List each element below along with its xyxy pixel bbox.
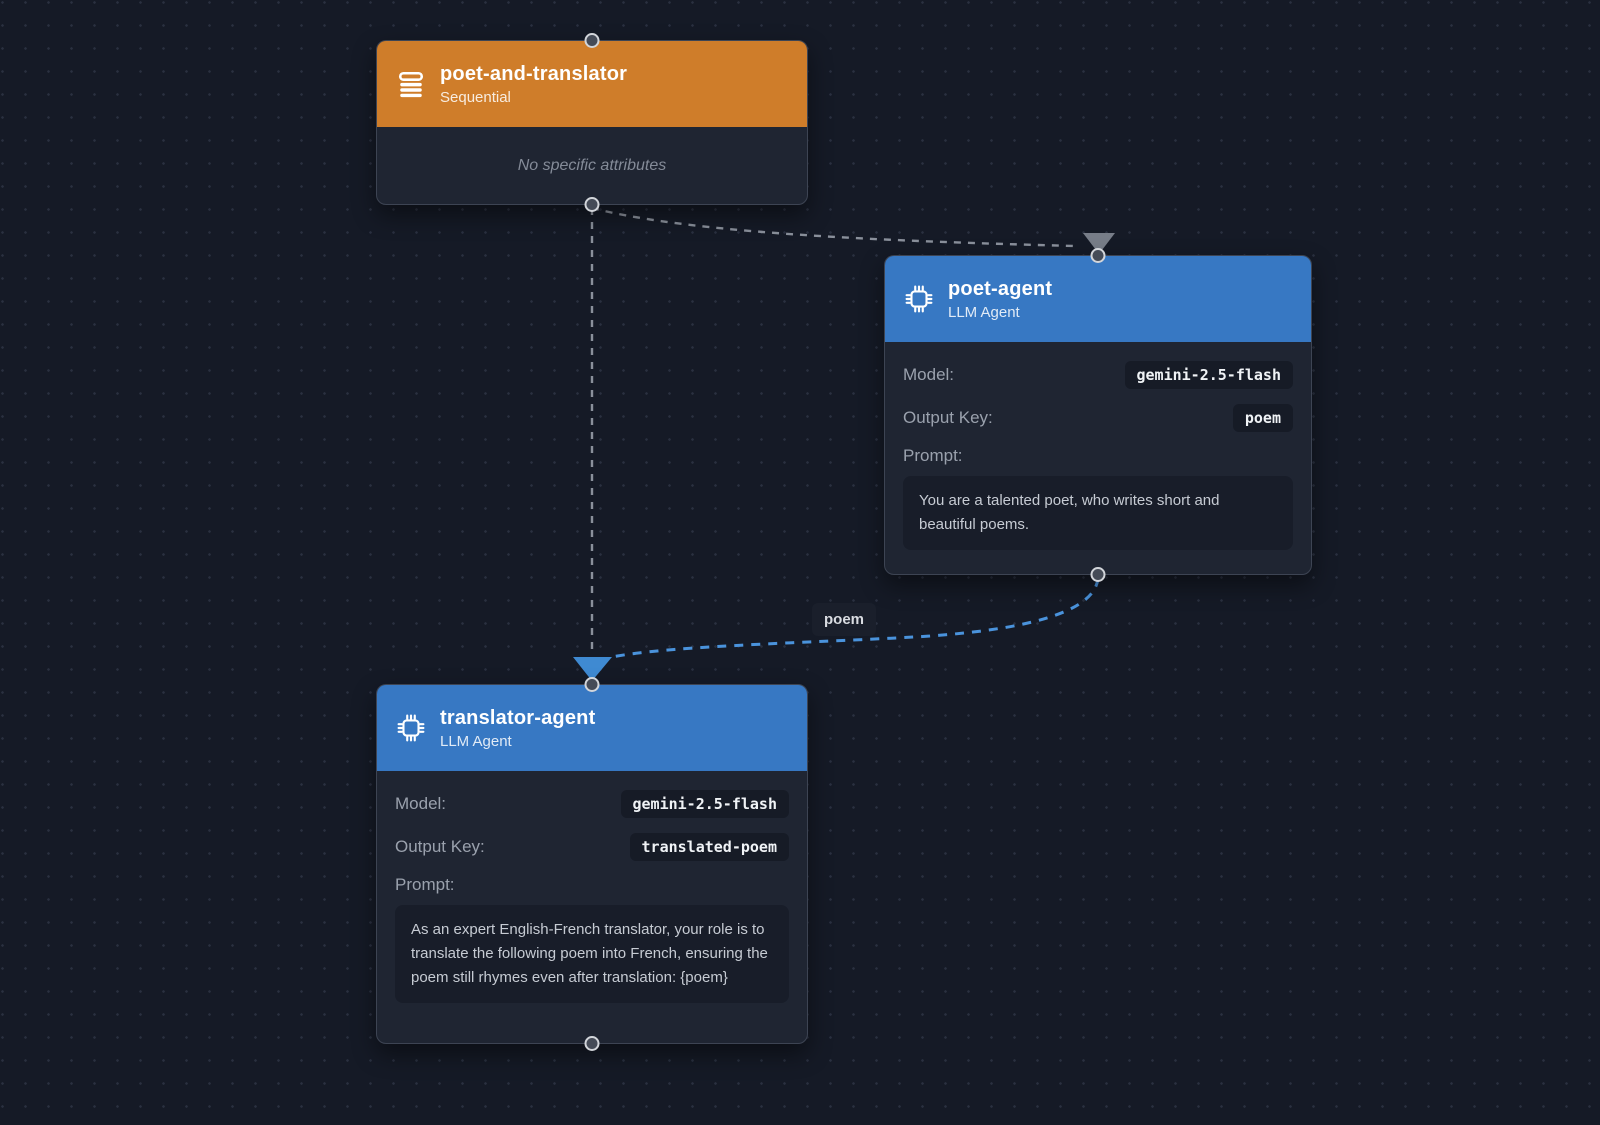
output-key-label: Output Key:: [395, 836, 485, 856]
output-key-row: Output Key: poem: [903, 401, 1293, 434]
model-label: Model:: [395, 793, 447, 813]
node-header-translator: translator-agent LLM Agent: [377, 685, 807, 771]
prompt-text: You are a talented poet, who writes shor…: [903, 476, 1293, 550]
handle-bottom[interactable]: [584, 1036, 600, 1051]
model-row: Model: gemini-2.5-flash: [903, 358, 1293, 391]
node-subtitle: Sequential: [440, 88, 511, 106]
output-key-label: Output Key:: [903, 407, 993, 427]
node-header-sequential: poet-and-translator Sequential: [377, 41, 807, 127]
model-label: Model:: [903, 364, 955, 384]
edge-sequential-to-poet[interactable]: [591, 206, 1075, 248]
list-icon: [397, 70, 425, 98]
node-poet-agent[interactable]: poet-agent LLM Agent Model: gemini-2.5-f…: [884, 248, 1312, 582]
node-header-poet: poet-agent LLM Agent: [885, 256, 1311, 342]
handle-top[interactable]: [584, 33, 600, 48]
chip-icon: [397, 714, 425, 742]
node-title: poet-agent: [948, 277, 1053, 300]
model-value: gemini-2.5-flash: [620, 789, 789, 818]
node-body: Model: gemini-2.5-flash Output Key: tran…: [377, 771, 807, 1021]
node-translator-agent[interactable]: translator-agent LLM Agent Model: gemini…: [376, 677, 808, 1051]
node-title: translator-agent: [440, 706, 596, 729]
output-key-row: Output Key: translated-poem: [395, 830, 789, 863]
prompt-text: As an expert English-French translator, …: [395, 905, 789, 1003]
chip-icon: [905, 285, 933, 313]
handle-bottom[interactable]: [584, 197, 600, 212]
node-subtitle: LLM Agent: [440, 732, 512, 750]
prompt-label: Prompt:: [903, 446, 963, 465]
node-poet-and-translator[interactable]: poet-and-translator Sequential No specif…: [376, 33, 808, 212]
output-key-value: poem: [1232, 403, 1293, 432]
model-value: gemini-2.5-flash: [1124, 360, 1293, 389]
output-key-value: translated-poem: [629, 832, 789, 861]
node-subtitle: LLM Agent: [948, 303, 1020, 321]
node-body: Model: gemini-2.5-flash Output Key: poem…: [885, 342, 1311, 568]
handle-top[interactable]: [1090, 248, 1106, 263]
node-body: No specific attributes: [377, 127, 807, 204]
edge-poem-poet-to-translator[interactable]: [611, 577, 1100, 659]
handle-bottom[interactable]: [1090, 567, 1106, 582]
model-row: Model: gemini-2.5-flash: [395, 787, 789, 820]
handle-top[interactable]: [584, 677, 600, 692]
edge-label-poem[interactable]: poem: [812, 603, 877, 636]
prompt-label: Prompt:: [395, 875, 455, 894]
node-title: poet-and-translator: [440, 62, 628, 85]
arrowhead-translator-icon: [573, 657, 612, 681]
arrowhead-poet-icon: [1083, 233, 1115, 254]
no-attributes-note: No specific attributes: [517, 156, 667, 174]
